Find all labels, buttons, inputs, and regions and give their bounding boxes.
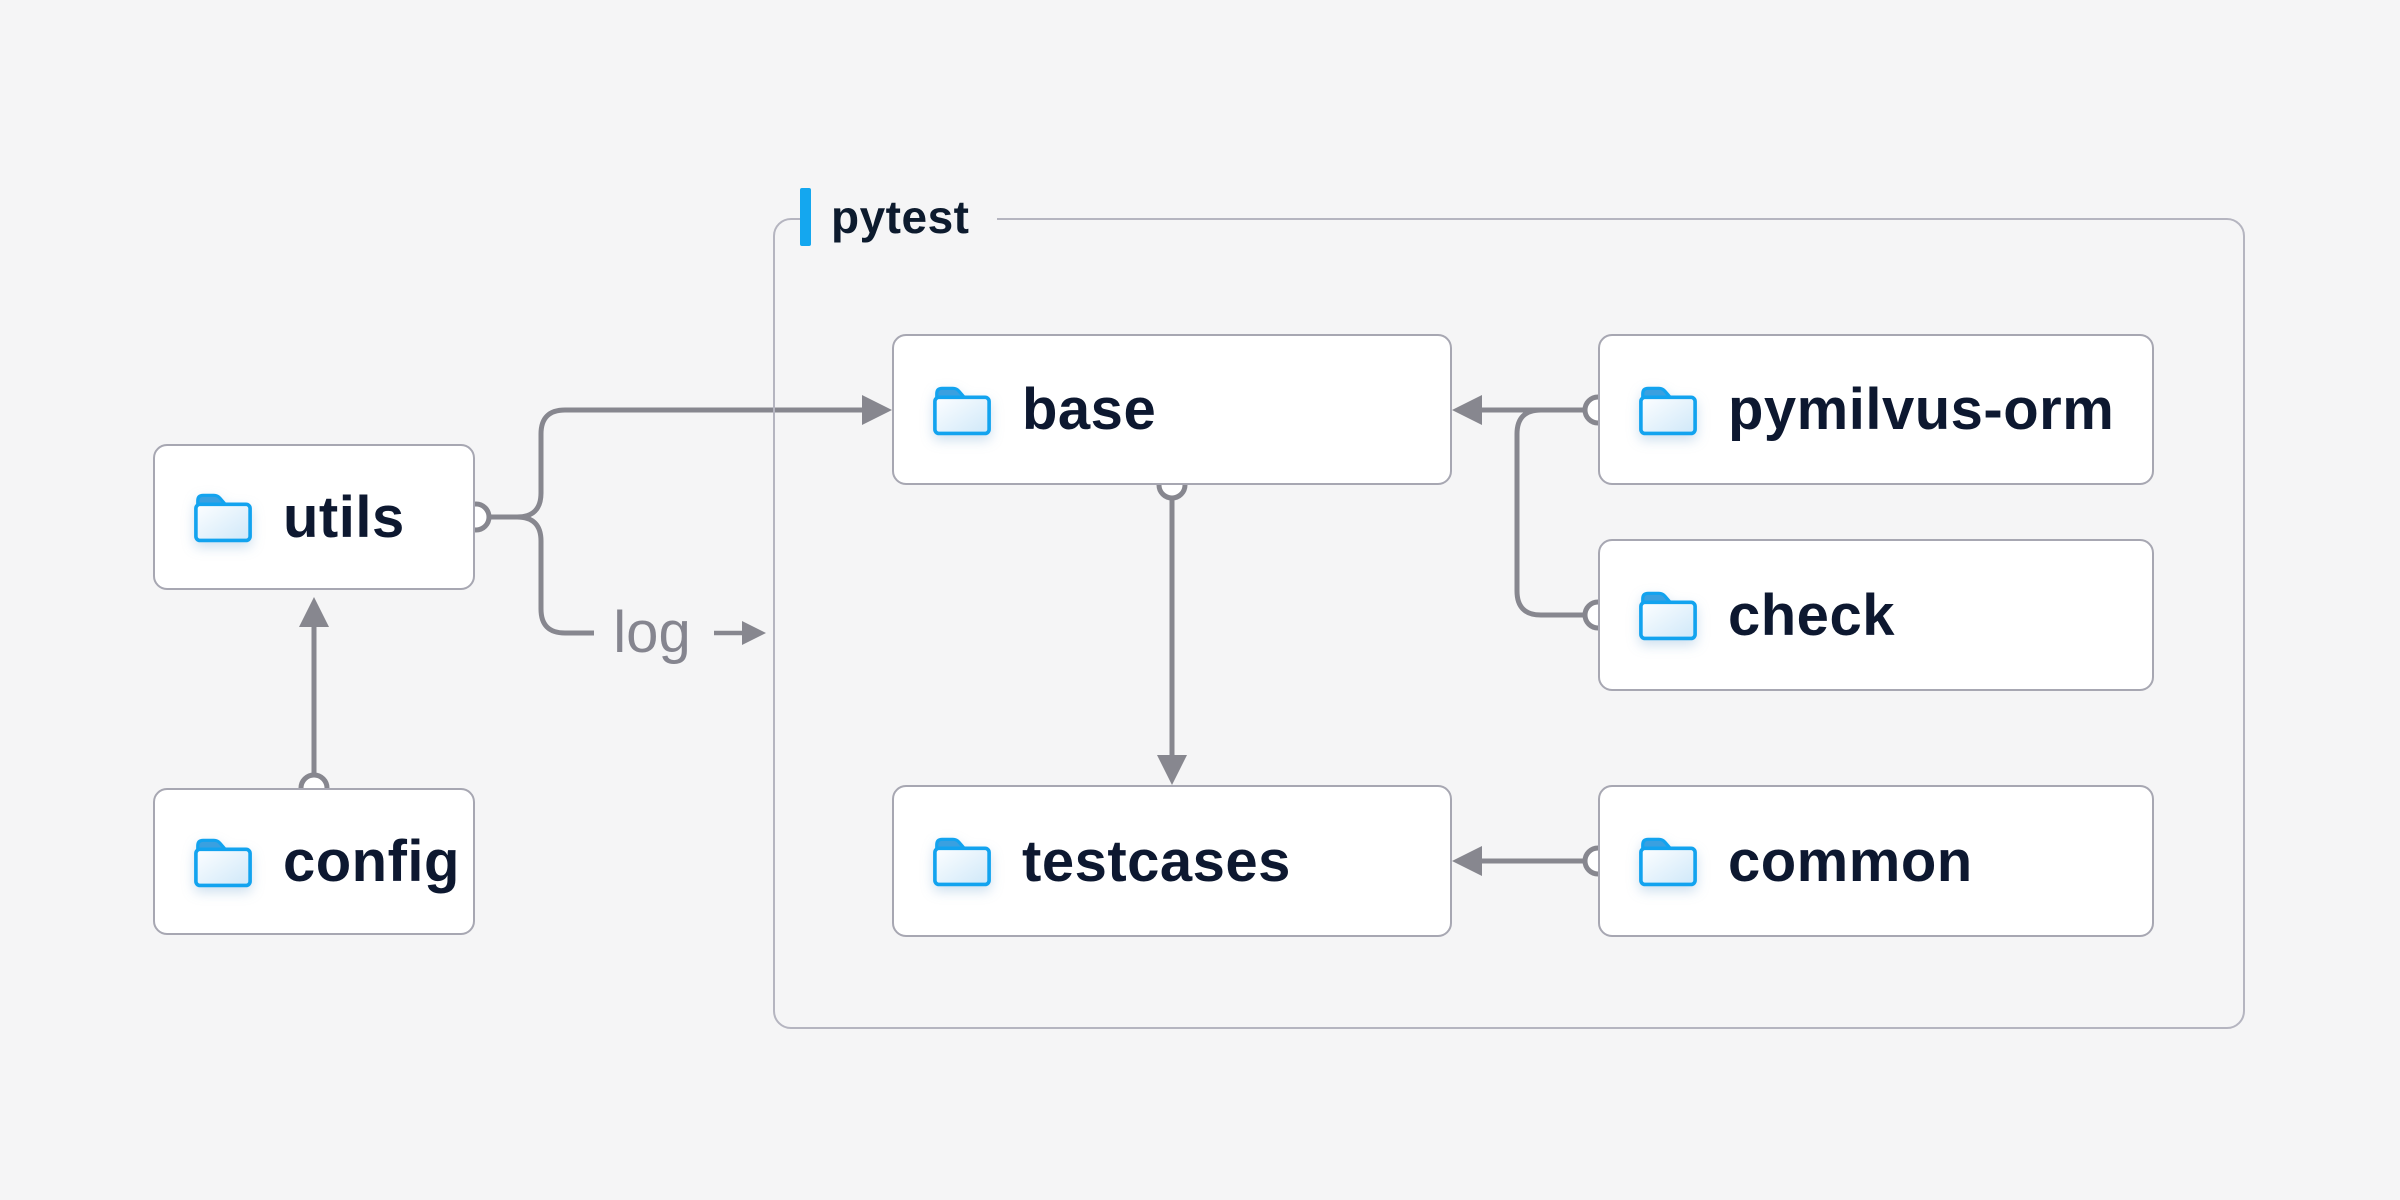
node-common: common	[1598, 785, 2154, 937]
pytest-group-label: pytest	[831, 191, 970, 243]
node-label: pymilvus-orm	[1728, 377, 2115, 442]
node-label: utils	[283, 484, 405, 550]
node-label: common	[1728, 828, 1973, 894]
folder-icon	[1639, 386, 1697, 435]
node-utils: utils	[153, 444, 475, 590]
pytest-group-legend: pytest	[800, 186, 998, 248]
node-pymilvus-orm: pymilvus-orm	[1598, 334, 2154, 485]
pytest-group-container	[773, 218, 2245, 1029]
node-label: base	[1022, 377, 1157, 442]
folder-icon	[933, 837, 991, 887]
folder-icon	[194, 493, 252, 543]
node-label: check	[1728, 582, 1895, 648]
node-label: config	[283, 829, 460, 894]
node-label: testcases	[1022, 828, 1291, 894]
log-edge-label: log	[613, 600, 691, 665]
node-base: base	[892, 334, 1452, 485]
folder-icon	[1639, 591, 1697, 641]
legend-accent-bar	[800, 188, 811, 246]
node-testcases: testcases	[892, 785, 1452, 937]
node-config: config	[153, 788, 475, 935]
folder-icon	[933, 386, 991, 435]
node-check: check	[1598, 539, 2154, 691]
folder-icon	[194, 838, 252, 887]
edge-config-utils	[298, 597, 330, 804]
folder-icon	[1639, 837, 1697, 887]
